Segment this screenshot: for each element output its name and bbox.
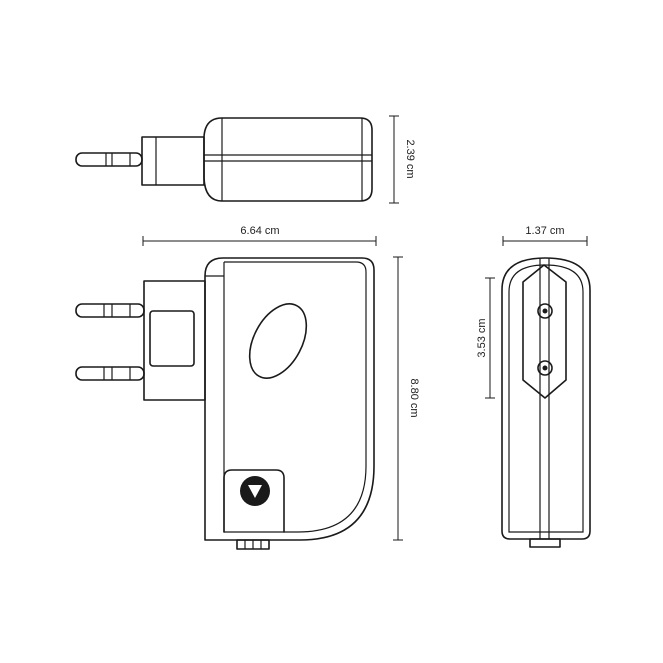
front-view-indicator-panel [223, 469, 285, 533]
front-view: 6.64 cm [75, 225, 420, 550]
side-view-upper-pin [537, 303, 553, 319]
front-view-upper-pin [75, 303, 145, 318]
label-pin-spacing: 3.53 cm [476, 318, 488, 357]
dimension-front-width: 6.64 cm [142, 225, 377, 246]
side-view-bottom-connector [529, 538, 561, 548]
dimension-pin-spacing: 3.53 cm [476, 277, 495, 399]
front-view-bottom-connector [236, 539, 270, 550]
dimension-side-width: 1.37 cm [502, 225, 588, 246]
top-view: 2.39 cm [75, 115, 416, 204]
label-top-height: 2.39 cm [404, 139, 416, 178]
front-view-plug-base [143, 280, 206, 401]
front-view-lower-pin [75, 366, 145, 381]
side-view-lower-pin [537, 360, 553, 376]
side-view: 1.37 cm 3.53 cm [476, 225, 591, 548]
dimension-top-height: 2.39 cm [389, 115, 416, 204]
label-side-width: 1.37 cm [525, 225, 564, 237]
front-view-body [204, 257, 375, 541]
dimension-front-height: 8.80 cm [393, 256, 420, 541]
top-view-plug-pin [75, 152, 143, 167]
front-view-oval-button [248, 303, 308, 379]
label-front-height: 8.80 cm [408, 378, 420, 417]
side-view-body [501, 257, 591, 540]
label-front-width: 6.64 cm [240, 225, 279, 237]
top-view-body [203, 117, 373, 202]
top-view-plug-base [141, 136, 205, 186]
